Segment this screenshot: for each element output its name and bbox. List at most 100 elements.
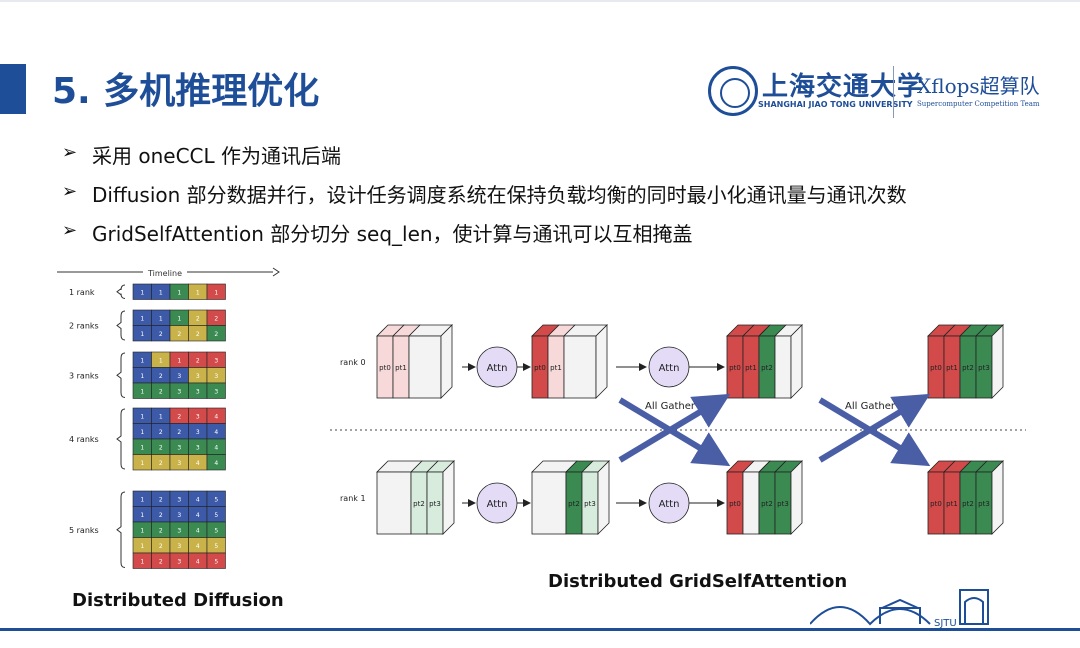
task-cell-label: 5 <box>214 527 218 534</box>
task-cell-label: 3 <box>196 429 200 436</box>
slab-face <box>742 471 760 535</box>
rank-label: 1 rank <box>69 288 95 297</box>
task-cell-label: 2 <box>196 357 200 364</box>
part-label: pt0 <box>729 364 741 372</box>
task-cell-label: 2 <box>159 373 163 380</box>
task-cell-label: 2 <box>159 460 163 467</box>
task-cell-label: 4 <box>196 527 200 534</box>
part-label: pt0 <box>930 364 942 372</box>
task-cell-label: 1 <box>140 429 144 436</box>
title-accent-bar <box>0 64 26 114</box>
task-cell-label: 1 <box>140 527 144 534</box>
block-side <box>597 460 610 535</box>
task-cell-label: 1 <box>140 315 144 322</box>
block-side <box>790 460 803 535</box>
rank-label: 3 ranks <box>69 371 99 380</box>
diffusion-caption: Distributed Diffusion <box>72 590 284 611</box>
task-cell-label: 1 <box>140 388 144 395</box>
part-label: pt2 <box>962 364 974 372</box>
task-cell-label: 4 <box>196 558 200 565</box>
arrow-bullet-icon: ➢ <box>62 220 78 241</box>
task-cell-label: 3 <box>196 413 200 420</box>
task-cell <box>206 382 226 399</box>
task-cell-label: 2 <box>159 331 163 338</box>
brace-icon <box>116 491 126 568</box>
task-cell-label: 1 <box>140 413 144 420</box>
part-label: pt3 <box>978 500 990 508</box>
task-cell-label: 4 <box>196 460 200 467</box>
part-label: pt3 <box>429 500 441 508</box>
all-gather-label: All Gather <box>845 401 896 412</box>
arrow-bullet-icon: ➢ <box>62 181 78 202</box>
task-cell-label: 1 <box>214 289 218 296</box>
part-label: pt2 <box>962 500 974 508</box>
task-cell-label: 1 <box>159 289 163 296</box>
campus-skyline-logo: SJTU <box>810 589 989 629</box>
svg-text:SJTU: SJTU <box>934 618 957 629</box>
slab-face <box>563 335 597 399</box>
task-cell-label: 3 <box>177 527 181 534</box>
task-cell-label: 3 <box>214 357 218 364</box>
attn-label: Attn <box>659 363 680 374</box>
task-cell-label: 5 <box>214 512 218 519</box>
brace-icon <box>116 310 126 341</box>
bullet-text: Diffusion 部分数据并行，设计任务调度系统在保持负载均衡的同时最小化通讯… <box>92 183 907 207</box>
task-cell-label: 5 <box>214 543 218 550</box>
logo-cn-text: 上海交通大学 <box>762 72 925 102</box>
sjtu-seal-icon <box>708 66 758 116</box>
task-cell-label: 1 <box>159 357 163 364</box>
task-cell-label: 1 <box>140 373 144 380</box>
task-cell <box>206 283 226 300</box>
task-cell-label: 3 <box>177 388 181 395</box>
task-cell-label: 3 <box>214 373 218 380</box>
brace-icon <box>116 284 126 299</box>
bottom-divider <box>0 628 1080 631</box>
logo-divider <box>893 66 894 118</box>
task-cell-label: 5 <box>214 496 218 503</box>
block-side <box>991 460 1004 535</box>
task-cell-label: 2 <box>159 496 163 503</box>
bullet-text: GridSelfAttention 部分切分 seq_len，使计算与通讯可以互… <box>92 222 693 246</box>
task-cell-label: 1 <box>177 315 181 322</box>
task-cell-label: 2 <box>159 429 163 436</box>
task-cell-label: 3 <box>177 543 181 550</box>
slide-title: 5. 多机推理优化 <box>52 71 320 112</box>
part-label: pt0 <box>729 500 741 508</box>
task-cell-label: 1 <box>159 413 163 420</box>
part-label: pt0 <box>930 500 942 508</box>
attn-label: Attn <box>487 499 508 510</box>
slab-face <box>408 335 442 399</box>
task-cell-label: 2 <box>159 527 163 534</box>
attn-label: Attn <box>659 499 680 510</box>
task-cell-label: 2 <box>159 512 163 519</box>
block-side <box>991 324 1004 399</box>
task-cell-label: 4 <box>196 543 200 550</box>
task-cell-label: 1 <box>140 460 144 467</box>
team-subtitle: Supercomputer Competition Team <box>917 100 1040 108</box>
part-label: pt0 <box>534 364 546 372</box>
all-gather-arrow <box>618 393 731 463</box>
brace-icon <box>116 352 126 398</box>
task-cell-label: 4 <box>196 496 200 503</box>
task-cell-label: 4 <box>214 460 218 467</box>
task-cell-label: 3 <box>196 388 200 395</box>
timeline-arrow-icon <box>272 267 280 277</box>
part-label: pt2 <box>413 500 425 508</box>
task-cell <box>206 454 226 471</box>
part-label: pt3 <box>584 500 596 508</box>
task-cell-label: 4 <box>214 444 218 451</box>
block-side <box>440 324 453 399</box>
task-cell-label: 3 <box>214 388 218 395</box>
task-cell-label: 1 <box>140 512 144 519</box>
task-cell-label: 4 <box>214 413 218 420</box>
team-name: Xflops超算队 <box>917 74 1040 98</box>
task-cell-label: 2 <box>159 388 163 395</box>
part-label: pt1 <box>946 364 958 372</box>
task-cell-label: 3 <box>196 444 200 451</box>
part-label: pt1 <box>946 500 958 508</box>
slab-face <box>376 471 412 535</box>
task-cell-label: 3 <box>177 373 181 380</box>
part-label: pt1 <box>550 364 562 372</box>
